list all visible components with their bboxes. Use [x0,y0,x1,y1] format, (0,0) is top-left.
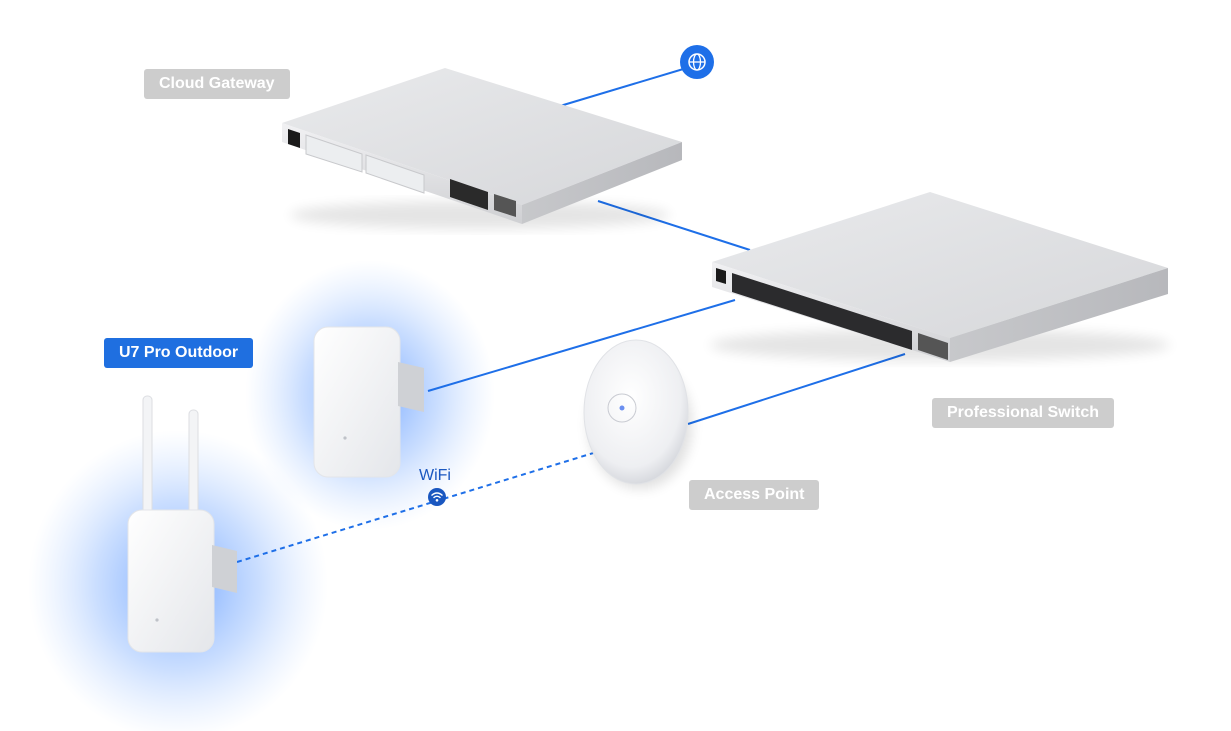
link-wifi-mesh [236,450,601,563]
access-point-label: Access Point [689,480,820,510]
globe-icon [680,45,714,79]
link-switch-access-point [687,353,906,425]
outdoor-ap-device [313,326,424,478]
pro-outdoor-label: U7 Pro Outdoor [104,338,254,368]
wifi-label: WiFi [419,467,451,484]
outdoor-ap-device [127,395,237,653]
access-point-device [583,339,692,489]
link-switch-outdoor-ap [427,299,736,392]
cloud-gateway-device [282,68,682,229]
link-gateway-internet [559,66,691,107]
wifi-icon [428,488,446,506]
professional-switch-label: Professional Switch [932,398,1115,428]
professional-switch-device [710,192,1170,362]
cloud-gateway-label: Cloud Gateway [144,69,290,99]
